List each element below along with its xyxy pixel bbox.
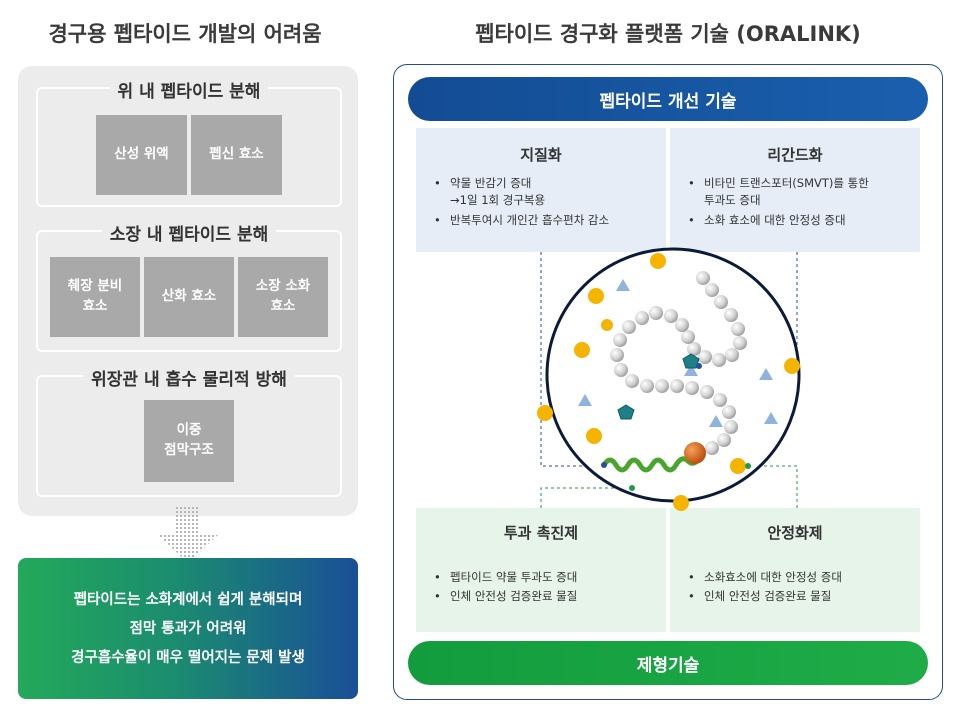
tail-end-dot [601, 462, 607, 468]
box-pepsin: 펩신 효소 [191, 115, 282, 195]
ligand-title: 리간드화 [767, 146, 823, 164]
summary-line-3: 경구흡수율이 매우 떨어지는 문제 발생 [71, 650, 305, 666]
permeation-enhancer-title: 투과 촉진제 [503, 524, 579, 542]
teal-pentagon-icons [617, 353, 700, 420]
lipid-tail [601, 454, 703, 473]
peptide-molecule-diagram [537, 247, 801, 511]
down-arrow-icon [158, 507, 218, 563]
ligand-item: 소화 효소에 대한 안정성 증대 [688, 212, 920, 230]
quadrant-permeation-enhancer: 투과 촉진제 펩타이드 약물 투과도 증대 인체 안전성 검증완료 물질 [416, 508, 666, 632]
permeation-enhancer-item: 펩타이드 약물 투과도 증대 [434, 569, 666, 587]
lipidation-title: 지질화 [520, 146, 562, 164]
summary-line-2: 점막 통과가 어려워 [129, 621, 247, 637]
permeation-enhancer-item: 인체 안전성 검증완료 물질 [434, 588, 666, 606]
summary-line-1: 펩타이드는 소화계에서 쉽게 분해되며 [73, 592, 303, 608]
stabilizer-title: 안정화제 [767, 524, 823, 542]
section-small-intestine-title: 소장 내 펩타이드 분해 [101, 225, 277, 245]
section-physical-barrier-title: 위장관 내 흡수 물리적 방해 [83, 370, 295, 390]
quadrant-stabilizer: 안정화제 소화효소에 대한 안정성 증대 인체 안전성 검증완료 물질 [670, 508, 920, 632]
connector-lines-green [540, 465, 798, 508]
box-gastric-acid: 산성 위액 [96, 115, 187, 195]
lipidation-item: 약물 반감기 증대→1일 1회 경구복용 [434, 175, 666, 210]
lipidation-item: 반복투여시 개인간 흡수편차 감소 [434, 212, 666, 230]
section-stomach: 위 내 펩타이드 분해 산성 위액 펩신 효소 [36, 82, 342, 207]
box-oxidase: 산화 효소 [144, 257, 234, 337]
formulation-pill: 제형기술 [408, 641, 928, 685]
difficulties-panel: 위 내 펩타이드 분해 산성 위액 펩신 효소 소장 내 펩타이드 분해 췌장 … [18, 66, 358, 516]
section-stomach-title: 위 내 펩타이드 분해 [109, 82, 269, 102]
right-title: 펩타이드 경구화 플랫폼 기술 (ORALINK) [475, 22, 861, 46]
intestinal-lumen-circle [545, 247, 801, 503]
peptide-improvement-pill: 펩타이드 개선 기술 [408, 77, 928, 121]
enzyme-dots [537, 253, 800, 511]
problem-summary-box: 펩타이드는 소화계에서 쉽게 분해되며 점막 통과가 어려워 경구흡수율이 매우… [18, 558, 358, 699]
stabilizer-item: 소화효소에 대한 안정성 증대 [688, 569, 920, 587]
peptide-bead-chain [610, 271, 747, 455]
triangle-particles [578, 279, 778, 427]
ligand-orange-ball [684, 442, 706, 464]
quadrant-lipidation: 지질화 약물 반감기 증대→1일 1회 경구복용 반복투여시 개인간 흡수편차 … [416, 128, 666, 252]
stabilizer-item: 인체 안전성 검증완료 물질 [688, 588, 920, 606]
left-title: 경구용 펩타이드 개발의 어려움 [48, 22, 322, 46]
